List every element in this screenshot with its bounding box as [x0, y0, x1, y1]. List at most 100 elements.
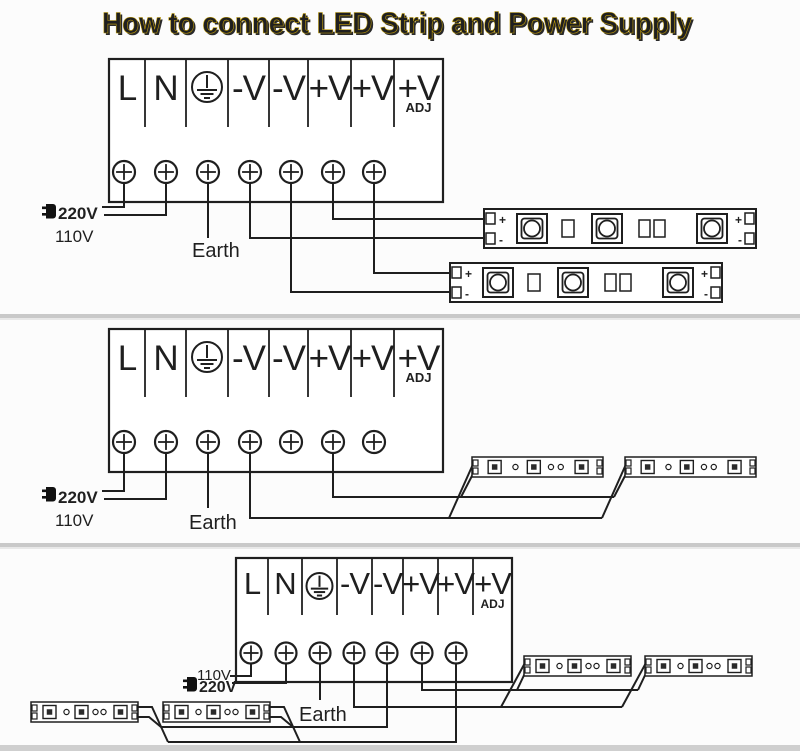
terminal-label: L: [118, 69, 137, 108]
screw-terminal-icon: [278, 159, 304, 185]
voltage-label-220: 220V: [58, 204, 98, 223]
resistor-icon: [593, 662, 600, 670]
resistor-icon: [100, 708, 107, 716]
power-plug-icon: [42, 204, 56, 219]
solder-pad: [451, 266, 462, 279]
led-die: [660, 663, 667, 669]
screw-terminal-icon: [195, 429, 221, 455]
led-chip-icon: [174, 704, 189, 720]
resistor-icon: [195, 708, 202, 716]
wire: [102, 453, 125, 492]
led-lens: [564, 273, 582, 292]
solder-pad: [524, 658, 531, 666]
screw-terminal-icon: [237, 159, 263, 185]
terminal-label: -V: [272, 69, 307, 108]
led-chip-icon: [74, 704, 89, 720]
resistor-icon: [714, 662, 721, 670]
adj-label: ADJ: [480, 597, 504, 611]
led-chip-icon: [606, 658, 621, 674]
section-divider-highlight: [0, 547, 800, 549]
solder-pad: [163, 712, 170, 720]
solder-pad: [263, 712, 270, 720]
earth-ground-icon: [305, 572, 334, 600]
screw-terminal-icon: [153, 429, 179, 455]
terminal-label: -V: [232, 69, 267, 108]
section-3-wires: [136, 660, 648, 743]
resistor-icon: [512, 463, 519, 471]
resistor-icon: [706, 662, 713, 670]
terminal-label: N: [153, 339, 177, 378]
led-die: [578, 464, 585, 470]
led-chip-icon: [591, 213, 623, 244]
terminal-label: L: [118, 339, 137, 378]
wire: [448, 461, 475, 519]
wire: [232, 663, 287, 684]
solder-pad: [625, 459, 632, 467]
solder-pad: [451, 286, 462, 299]
led-die: [731, 663, 738, 669]
wire: [104, 453, 167, 500]
screw-terminal-icon: [153, 159, 179, 185]
led-strip: +-+-: [483, 208, 757, 249]
screw-terminal-icon: [410, 641, 434, 665]
led-lens: [598, 219, 616, 238]
screw-terminal-icon: [361, 159, 387, 185]
terminal-label: L: [244, 566, 261, 601]
led-die: [117, 709, 124, 715]
led-chip-icon: [679, 459, 695, 475]
power-plug-icon: [42, 487, 56, 502]
wire: [353, 663, 622, 708]
screw-terminal-icon: [239, 641, 263, 665]
wire: [332, 183, 486, 220]
voltage-label-110: 110V: [55, 227, 94, 246]
wire: [332, 453, 614, 498]
led-chip-icon: [482, 267, 514, 298]
led-chip-icon: [113, 704, 128, 720]
voltage-label-220: 220V: [199, 679, 237, 696]
solder-pad: [596, 459, 603, 467]
led-lens: [489, 273, 507, 292]
page-title-shadow: How to connect LED Strip and Power Suppl…: [104, 9, 694, 42]
pad-polarity-label: -: [738, 233, 742, 247]
resistor-icon: [557, 463, 564, 471]
led-chip-icon: [557, 267, 589, 298]
terminal-label: +V: [398, 69, 441, 108]
terminal-label: -V: [272, 339, 307, 378]
resistor-icon: [547, 463, 555, 471]
resistor-icon: [585, 662, 592, 670]
section-divider: [0, 314, 800, 318]
solder-pad: [645, 658, 652, 666]
led-chip-icon: [245, 704, 260, 720]
resistor-icon: [638, 219, 651, 238]
section-1-led-strips: +-+-+-+-: [449, 208, 757, 303]
resistor-icon: [63, 708, 70, 716]
voltage-label-220: 220V: [58, 488, 98, 507]
terminal-label: +V: [437, 566, 475, 601]
led-chip-icon: [206, 704, 221, 720]
screw-terminal-icon: [195, 159, 221, 185]
led-chip-icon: [567, 658, 582, 674]
section-divider: [0, 543, 800, 547]
led-strip: [523, 655, 632, 677]
led-die: [684, 464, 690, 470]
solder-pad: [596, 467, 603, 475]
terminal-label: -V: [232, 339, 267, 378]
solder-pad: [472, 467, 479, 475]
led-lens: [703, 219, 721, 238]
adj-label: ADJ: [405, 370, 431, 385]
earth-label: Earth: [189, 512, 237, 534]
solder-pad: [710, 266, 721, 279]
terminal-label: +V: [402, 566, 440, 601]
wire: [249, 453, 602, 519]
led-die: [531, 464, 537, 470]
wire: [102, 183, 125, 208]
wire: [373, 183, 452, 274]
screw-terminal-icon: [111, 159, 137, 185]
wire: [268, 716, 294, 728]
solder-pad: [745, 658, 752, 666]
earth-ground-icon: [191, 341, 223, 373]
section-1-wires: [102, 183, 486, 293]
resistor-icon: [224, 708, 231, 716]
